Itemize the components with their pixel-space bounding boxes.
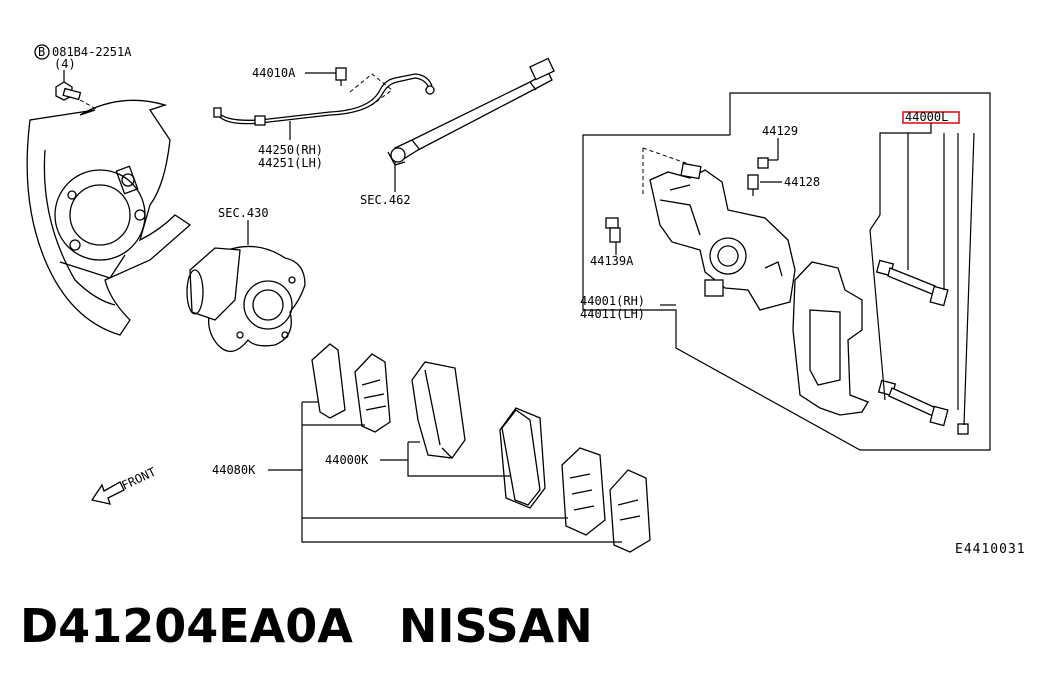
caliper-body (642, 147, 796, 311)
label-caliper-rh: 44001(RH) (580, 294, 645, 308)
leader-cap (963, 132, 975, 426)
bracket-shim-kit (301, 402, 622, 543)
caliper-group-outline (582, 92, 991, 451)
brake-pads (411, 361, 541, 506)
label-caliper-bolt: 44139A (590, 254, 634, 268)
label-bolt-qty: (4) (54, 57, 76, 71)
guide-pin-kit (875, 259, 969, 435)
label-bleeder-cap: 44129 (762, 124, 798, 138)
part-number-caption: D41204EA0A NISSAN (20, 599, 593, 653)
label-caliper-lh: 44011(LH) (580, 307, 645, 321)
backing-plate (26, 99, 192, 336)
label-front: FRONT (119, 465, 158, 493)
bolt-circle-marker (34, 44, 50, 60)
label-sensor-top: 44010A (252, 66, 296, 80)
label-sec430: SEC.430 (218, 206, 269, 220)
caliper-bracket (792, 261, 869, 416)
bracket-pad-kit (407, 442, 510, 477)
label-bolt-ref: 081B4-2251A (52, 45, 132, 59)
backing-plate-bolt (55, 70, 99, 111)
leader-guide-group (869, 214, 881, 231)
label-pad-kit: 44000K (325, 453, 369, 467)
leader-guide-group-2 (869, 229, 886, 401)
brake-hose (387, 57, 555, 166)
hub-assembly (186, 245, 306, 352)
caliper-bolt (605, 217, 621, 243)
label-hose-rh: 44250(RH) (258, 143, 323, 157)
label-bleeder: 44128 (784, 175, 820, 189)
abs-sensor-harness (213, 67, 435, 126)
label-shim-kit: 44080K (212, 463, 256, 477)
bracket-guide-top (879, 123, 932, 215)
shim-kit-parts (311, 343, 651, 553)
bolt-circle-letter: B (38, 45, 45, 59)
front-arrow (90, 481, 125, 505)
diagram-code: E4410031 (955, 542, 1026, 557)
label-hose-lh: 44251(LH) (258, 156, 323, 170)
label-highlight: 44000L (905, 110, 948, 124)
bleeder-screw (747, 157, 769, 196)
label-sec462: SEC.462 (360, 193, 411, 207)
